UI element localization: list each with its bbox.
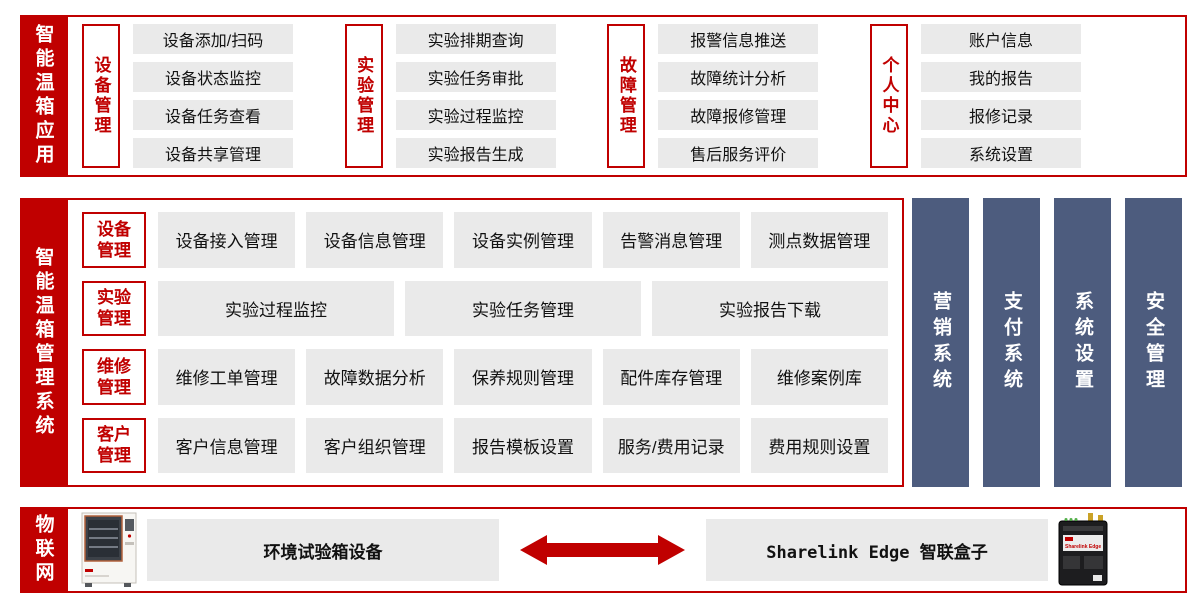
apps-band-box: 设备管理 设备添加/扫码 设备状态监控 设备任务查看 设备共享管理 实验管理 实… xyxy=(66,15,1187,177)
module-item: 设备信息管理 xyxy=(306,212,444,268)
module-item: 告警消息管理 xyxy=(602,212,740,268)
edge-device-label: Sharelink Edge xyxy=(1065,544,1101,550)
app-item: 我的报告 xyxy=(920,62,1081,92)
pillar-security-management: 安全管理 xyxy=(1125,198,1182,487)
module-item: 维修工单管理 xyxy=(158,349,296,405)
row-customer-management: 客户管理 客户信息管理 客户组织管理 报告模板设置 服务/费用记录 费用规则设置 xyxy=(82,417,889,473)
app-item: 实验报告生成 xyxy=(395,138,556,168)
row-experiment-management: 实验管理 实验过程监控 实验任务管理 实验报告下载 xyxy=(82,280,888,336)
app-group-experiment-management: 实验管理 实验排期查询 实验任务审批 实验过程监控 实验报告生成 xyxy=(344,24,556,168)
app-group-personal-items: 账户信息 我的报告 报修记录 系统设置 xyxy=(920,24,1081,168)
row-device-management-label: 设备管理 xyxy=(82,212,146,268)
management-band-side-label-text: 智能温箱管理系统 xyxy=(32,246,54,439)
app-item: 系统设置 xyxy=(920,138,1081,168)
app-group-device-items: 设备添加/扫码 设备状态监控 设备任务查看 设备共享管理 xyxy=(133,24,293,168)
iot-band-box: 环境试验箱设备 Sharelink Edge 智联盒子 xyxy=(66,507,1187,593)
row-repair-items: 维修工单管理 故障数据分析 保养规则管理 配件库存管理 维修案例库 xyxy=(158,349,889,405)
app-item: 实验排期查询 xyxy=(395,24,556,54)
pillar-text: 系统设置 xyxy=(1072,290,1093,395)
app-item: 报警信息推送 xyxy=(658,24,819,54)
module-item: 费用规则设置 xyxy=(750,417,889,473)
row-device-items: 设备接入管理 设备信息管理 设备实例管理 告警消息管理 测点数据管理 xyxy=(158,212,889,268)
iot-band: 物联网 环境试 xyxy=(20,507,1187,593)
pillar-system-settings: 系统设置 xyxy=(1054,198,1111,487)
app-item: 故障报修管理 xyxy=(658,100,819,130)
module-item: 报告模板设置 xyxy=(454,417,592,473)
app-group-experiment-management-label: 实验管理 xyxy=(344,24,383,168)
management-band-box: 设备管理 设备接入管理 设备信息管理 设备实例管理 告警消息管理 测点数据管理 … xyxy=(66,198,904,487)
row-customer-management-label: 客户管理 xyxy=(82,417,146,473)
module-item: 故障数据分析 xyxy=(306,349,444,405)
pillar-marketing-system: 营销系统 xyxy=(912,198,969,487)
module-item: 保养规则管理 xyxy=(454,349,592,405)
row-label-text: 客户管理 xyxy=(97,425,131,466)
app-item: 设备任务查看 xyxy=(133,100,293,130)
module-item: 实验任务管理 xyxy=(405,280,641,336)
row-experiment-items: 实验过程监控 实验任务管理 实验报告下载 xyxy=(158,280,888,336)
pillar-payment-system: 支付系统 xyxy=(983,198,1040,487)
chamber-plate: 环境试验箱设备 xyxy=(147,519,499,581)
iot-band-side-label-text: 物联网 xyxy=(32,514,54,586)
module-item: 配件库存管理 xyxy=(602,349,740,405)
app-group-personal-center-label: 个人中心 xyxy=(869,24,908,168)
row-label-text: 设备管理 xyxy=(97,219,131,260)
management-band-side-label: 智能温箱管理系统 xyxy=(20,198,66,487)
pillar-text: 支付系统 xyxy=(1001,290,1022,395)
module-item: 实验过程监控 xyxy=(158,280,394,336)
apps-band: 智能温箱应用 设备管理 设备添加/扫码 设备状态监控 设备任务查看 设备共享管理… xyxy=(20,15,1187,177)
module-item: 设备实例管理 xyxy=(454,212,592,268)
app-item: 实验任务审批 xyxy=(395,62,556,92)
group-label-text: 个人中心 xyxy=(879,56,899,136)
chamber-icon xyxy=(81,512,137,587)
pillar-text: 营销系统 xyxy=(930,290,951,395)
module-item: 设备接入管理 xyxy=(158,212,296,268)
module-item: 客户信息管理 xyxy=(158,417,296,473)
app-group-personal-center: 个人中心 账户信息 我的报告 报修记录 系统设置 xyxy=(869,24,1081,168)
group-label-text: 实验管理 xyxy=(354,56,374,136)
module-item: 服务/费用记录 xyxy=(602,417,740,473)
app-group-device-management-label: 设备管理 xyxy=(82,24,120,168)
app-group-fault-management-label: 故障管理 xyxy=(607,24,646,168)
row-experiment-management-label: 实验管理 xyxy=(82,280,146,336)
app-item: 设备添加/扫码 xyxy=(133,24,293,54)
environmental-test-chamber-image xyxy=(80,512,138,588)
app-item: 设备共享管理 xyxy=(133,138,293,168)
iot-band-side-label: 物联网 xyxy=(20,507,66,593)
double-arrow xyxy=(520,535,685,565)
management-system-band: 智能温箱管理系统 设备管理 设备接入管理 设备信息管理 设备实例管理 告警消息管… xyxy=(20,198,1187,487)
edge-plate: Sharelink Edge 智联盒子 xyxy=(706,519,1048,581)
row-repair-management: 维修管理 维修工单管理 故障数据分析 保养规则管理 配件库存管理 维修案例库 xyxy=(82,349,889,405)
app-group-experiment-items: 实验排期查询 实验任务审批 实验过程监控 实验报告生成 xyxy=(395,24,556,168)
module-item: 维修案例库 xyxy=(750,349,889,405)
row-repair-management-label: 维修管理 xyxy=(82,349,146,405)
app-item: 故障统计分析 xyxy=(658,62,819,92)
module-item: 客户组织管理 xyxy=(306,417,444,473)
bidirectional-arrow-icon xyxy=(520,532,685,568)
row-customer-items: 客户信息管理 客户组织管理 报告模板设置 服务/费用记录 费用规则设置 xyxy=(158,417,889,473)
app-group-fault-items: 报警信息推送 故障统计分析 故障报修管理 售后服务评价 xyxy=(658,24,819,168)
group-label-text: 故障管理 xyxy=(616,56,636,136)
apps-band-side-label: 智能温箱应用 xyxy=(20,15,66,177)
app-item: 账户信息 xyxy=(920,24,1081,54)
row-label-text: 实验管理 xyxy=(97,288,131,329)
app-group-fault-management: 故障管理 报警信息推送 故障统计分析 故障报修管理 售后服务评价 xyxy=(607,24,819,168)
support-system-pillars: 营销系统 支付系统 系统设置 安全管理 xyxy=(912,198,1187,487)
module-item: 实验报告下载 xyxy=(652,280,888,336)
row-device-management: 设备管理 设备接入管理 设备信息管理 设备实例管理 告警消息管理 测点数据管理 xyxy=(82,212,889,268)
module-item: 测点数据管理 xyxy=(750,212,889,268)
edge-device-icon: Sharelink Edge xyxy=(1058,513,1108,586)
group-label-text: 设备管理 xyxy=(91,56,111,136)
app-item: 售后服务评价 xyxy=(658,138,819,168)
apps-band-side-label-text: 智能温箱应用 xyxy=(32,24,54,168)
app-item: 设备状态监控 xyxy=(133,62,293,92)
app-item: 报修记录 xyxy=(920,100,1081,130)
app-item: 实验过程监控 xyxy=(395,100,556,130)
sharelink-edge-box-image: Sharelink Edge xyxy=(1057,513,1109,587)
pillar-text: 安全管理 xyxy=(1143,290,1164,395)
row-label-text: 维修管理 xyxy=(97,356,131,397)
app-group-device-management: 设备管理 设备添加/扫码 设备状态监控 设备任务查看 设备共享管理 xyxy=(82,24,293,168)
